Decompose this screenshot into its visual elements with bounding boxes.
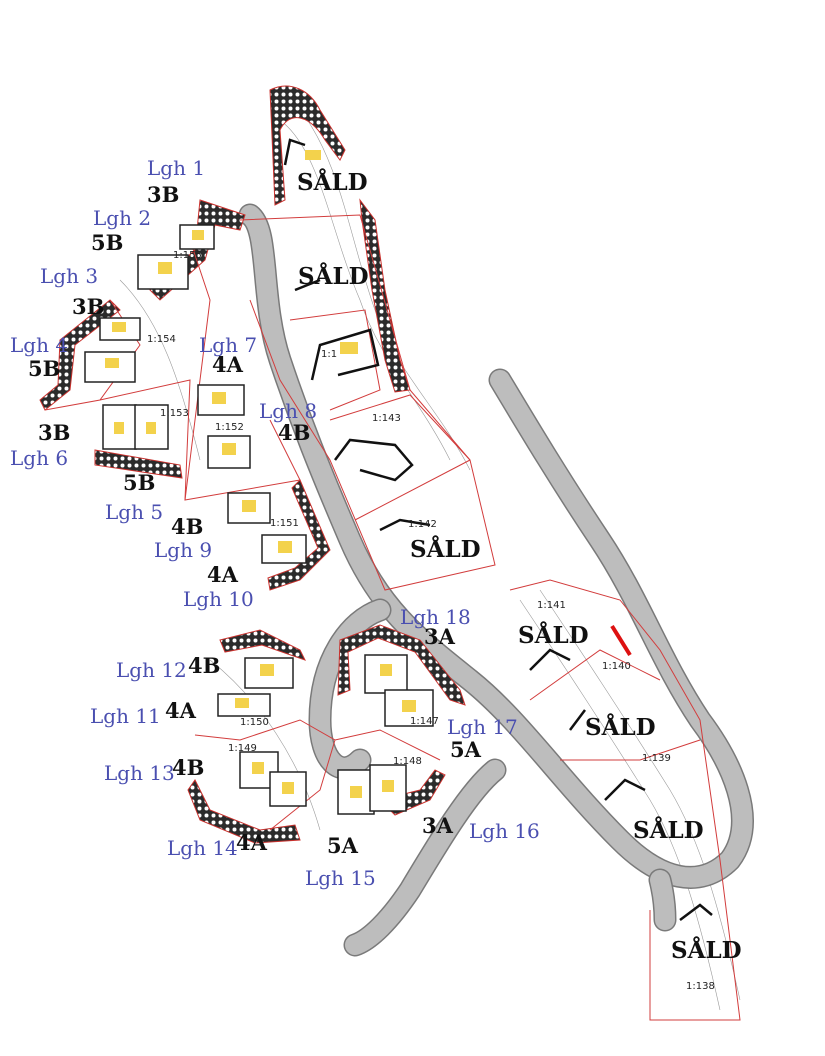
unit-name-lgh-2: Lgh 2 [93, 206, 151, 230]
plot-label: 1:154 [147, 334, 176, 345]
unit-type-lgh-9: 4B [171, 514, 203, 539]
unit-type-lgh-8: 4B [278, 420, 310, 445]
unit-type-lgh-17: 5A [450, 737, 482, 762]
hatched-terrain [39, 85, 466, 844]
plot-label: 1:147 [410, 716, 439, 727]
unit-type-lgh-6: 3B [38, 420, 70, 445]
plot-label: 1:148 [393, 756, 422, 767]
unit-types: 3B 5B 3B 5B 5B 3B 4A 4B 4B 4A 4A 4B 4B 4… [28, 182, 482, 858]
plot-label: 1:142 [408, 519, 437, 530]
sold-label: SÅLD [585, 714, 656, 741]
unit-name-lgh-6: Lgh 6 [10, 446, 68, 470]
plot-label: 1:152 [215, 422, 244, 433]
unit-name-lgh-13: Lgh 13 [104, 761, 175, 785]
sold-label: SÅLD [298, 263, 369, 290]
unit-type-lgh-2: 5B [91, 230, 123, 255]
unit-type-lgh-11: 4A [165, 698, 197, 723]
plot-label: 1:141 [537, 600, 566, 611]
plot-label: 1:138 [686, 981, 715, 992]
unit-name-lgh-8: Lgh 8 [259, 399, 317, 423]
plot-labels: 1:155 1:154 1:153 1:152 1:151 1:150 1:14… [147, 250, 715, 992]
unit-name-lgh-5: Lgh 5 [105, 500, 163, 524]
sold-labels: SÅLD SÅLD SÅLD SÅLD SÅLD SÅLD SÅLD [297, 169, 742, 964]
unit-name-lgh-11: Lgh 11 [90, 704, 161, 728]
property-boundaries [44, 214, 741, 1021]
sold-label: SÅLD [518, 622, 589, 649]
unit-name-lgh-17: Lgh 17 [447, 715, 518, 739]
sold-label: SÅLD [297, 169, 368, 196]
sold-building-outlines [283, 138, 713, 921]
unit-type-lgh-12: 4B [188, 653, 220, 678]
plot-label: 1:150 [240, 717, 269, 728]
unit-name-lgh-15: Lgh 15 [305, 866, 376, 890]
unit-name-lgh-9: Lgh 9 [154, 538, 212, 562]
terrain-contours [119, 109, 741, 1011]
sold-label: SÅLD [633, 817, 704, 844]
unit-type-lgh-10: 4A [207, 562, 239, 587]
unit-name-lgh-4: Lgh 4 [10, 333, 68, 357]
plot-label: 1:149 [228, 743, 257, 754]
unit-type-lgh-1: 3B [147, 182, 179, 207]
plot-label: 1:153 [160, 408, 189, 419]
unit-name-lgh-18: Lgh 18 [400, 605, 471, 629]
unit-type-lgh-13: 4B [172, 755, 204, 780]
plot-label: 1:155 [173, 250, 202, 261]
unit-type-lgh-7: 4A [212, 352, 244, 377]
houses [84, 150, 434, 815]
unit-type-lgh-16: 3A [422, 813, 454, 838]
unit-names: Lgh 1 Lgh 2 Lgh 3 Lgh 4 Lgh 5 Lgh 6 Lgh … [10, 156, 540, 890]
plot-label: 1:140 [602, 661, 631, 672]
unit-name-lgh-14: Lgh 14 [167, 836, 238, 860]
plot-label: 1:143 [372, 413, 401, 424]
unit-type-lgh-18: 3A [424, 624, 456, 649]
plot-label: 1:1 [321, 349, 337, 360]
unit-name-lgh-10: Lgh 10 [183, 587, 254, 611]
unit-type-lgh-14: 4A [236, 830, 268, 855]
unit-type-lgh-4: 5B [28, 356, 60, 381]
plot-label: 1:139 [642, 753, 671, 764]
unit-type-lgh-5: 5B [123, 470, 155, 495]
unit-name-lgh-16: Lgh 16 [469, 819, 540, 843]
unit-type-lgh-15: 5A [327, 833, 359, 858]
plot-label: 1:151 [270, 518, 299, 529]
unit-name-lgh-12: Lgh 12 [116, 658, 187, 682]
unit-type-lgh-3: 3B [72, 294, 104, 319]
unit-name-lgh-1: Lgh 1 [147, 156, 205, 180]
unit-name-lgh-7: Lgh 7 [199, 333, 257, 357]
roads [238, 203, 754, 957]
sold-label: SÅLD [671, 937, 742, 964]
unit-name-lgh-3: Lgh 3 [40, 264, 98, 288]
sold-label: SÅLD [410, 536, 481, 563]
